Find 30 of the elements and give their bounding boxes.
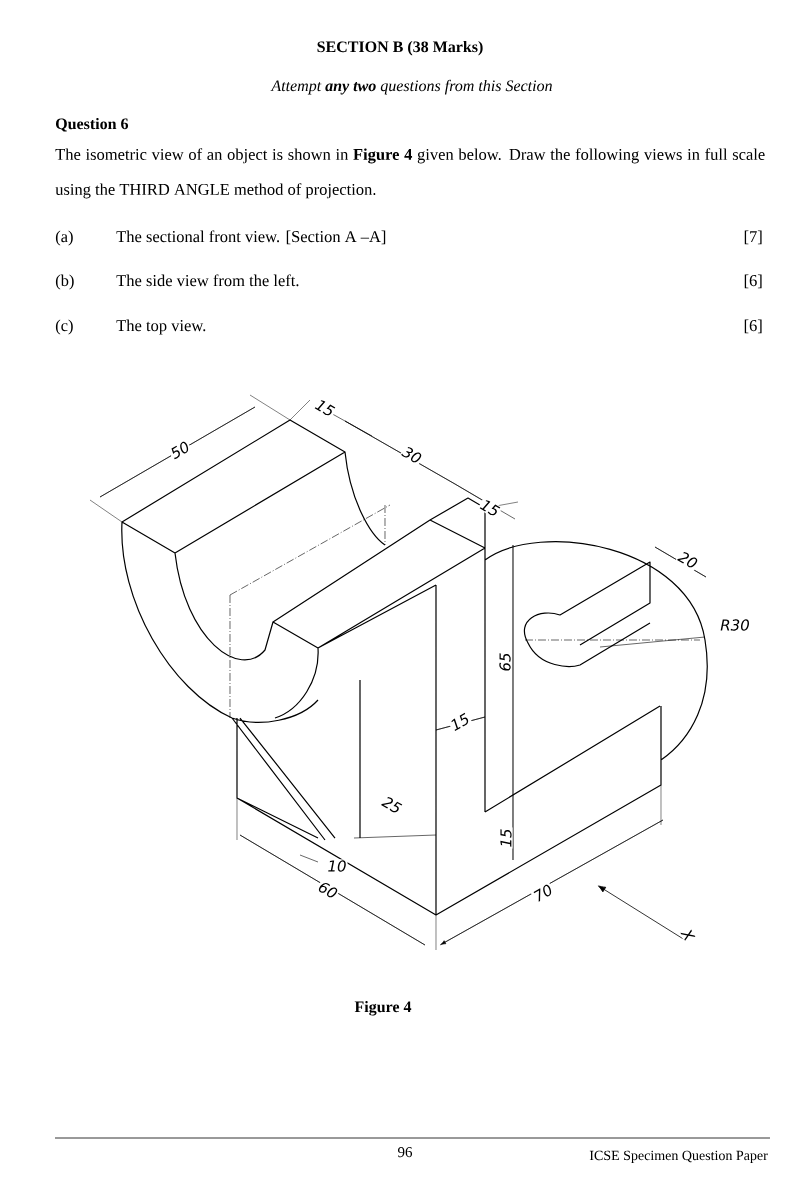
instruction: Attempt any two questions from this Section xyxy=(270,79,552,95)
item-text: The side view from the left. xyxy=(116,274,299,287)
question-number: Question 6 xyxy=(56,117,129,132)
item-letter: (a) xyxy=(55,230,73,246)
footer-text: ICSE Specimen Question Paper xyxy=(589,1150,768,1163)
item-letter: (c) xyxy=(55,319,73,335)
dimension-label: 10 xyxy=(326,859,348,873)
dimension-label: 70 xyxy=(530,881,556,905)
dimension-label: 30 xyxy=(399,443,425,467)
dimension-label: 15 xyxy=(447,711,473,733)
dimension-label: 50 xyxy=(167,438,193,462)
marks: [6] xyxy=(744,319,762,334)
question-text: The isometric view of an object is shown in Figure 4 given below. Draw the following views in full scale using the THIRD ANGLE method of projection. xyxy=(55,148,765,199)
section-heading: SECTION B (38 Marks) xyxy=(317,40,483,56)
figure-caption: Figure 4 xyxy=(354,1000,412,1016)
marks: [6] xyxy=(744,274,762,289)
dimension-label: 15 xyxy=(312,397,338,419)
page-number: 96 xyxy=(398,1147,413,1158)
item-text: The sectional front view. [Section A –A] xyxy=(116,230,386,245)
dimension-label: R30 xyxy=(719,618,751,632)
dimension-label: 65 xyxy=(498,651,512,673)
dimension-label: 20 xyxy=(675,548,701,572)
marks: [7] xyxy=(744,230,762,245)
item-letter: (b) xyxy=(55,274,74,290)
dimension-label: 15 xyxy=(477,497,503,519)
dimension-label: 25 xyxy=(379,793,405,817)
dimension-label: 15 xyxy=(499,827,513,849)
dimension-label: 60 xyxy=(315,878,341,902)
item-text: The top view. xyxy=(116,319,206,335)
dimension-label: X xyxy=(679,926,697,944)
